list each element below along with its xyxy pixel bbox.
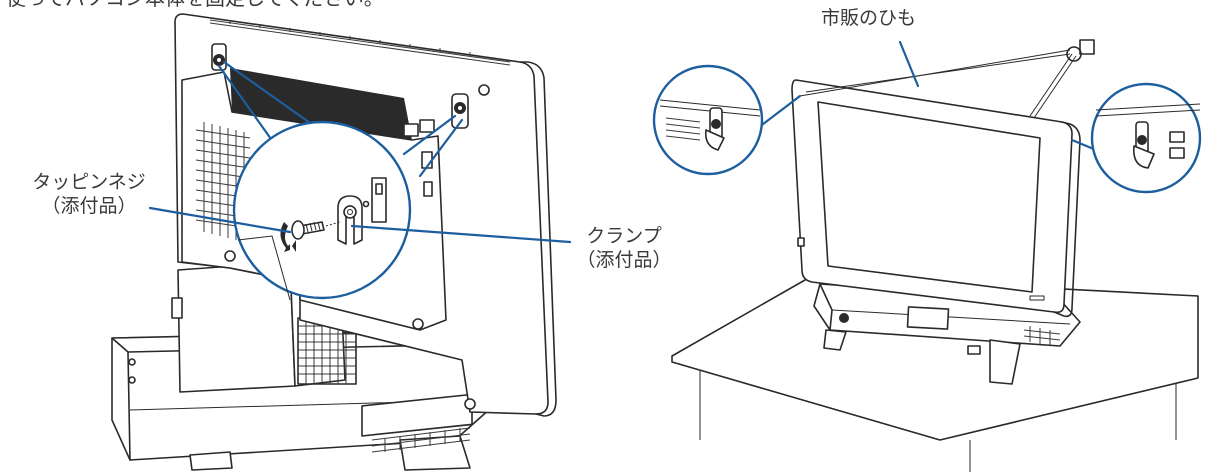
string-leader-line bbox=[898, 40, 920, 88]
rear-side-vent bbox=[195, 122, 251, 242]
clamp-leader-line bbox=[350, 224, 572, 244]
desk-magnify-left bbox=[652, 64, 802, 176]
pc-clamp-top-right bbox=[451, 93, 469, 129]
tapping-screw-label-line1: タッピンネジ bbox=[32, 171, 146, 193]
tapping-screw-label-line2: （添付品） bbox=[41, 195, 137, 217]
desk-magnify-right bbox=[1070, 82, 1202, 194]
tapping-screw-label: タッピンネジ （添付品） bbox=[24, 170, 154, 218]
clamp-label-line1: クランプ bbox=[586, 225, 662, 247]
clamp-label: クランプ （添付品） bbox=[574, 224, 674, 272]
clamp-label-line2: （添付品） bbox=[576, 249, 672, 271]
magnify-circle bbox=[232, 120, 412, 301]
tapping-screw-part bbox=[280, 220, 325, 252]
clamp-part bbox=[337, 195, 370, 245]
string-lines bbox=[799, 49, 1077, 119]
desk-view bbox=[671, 39, 1199, 472]
pc-clamp-top-left bbox=[211, 43, 227, 71]
screw-leader-line bbox=[148, 206, 292, 234]
wall-hook bbox=[1066, 39, 1095, 62]
base-vent bbox=[361, 393, 473, 453]
magnify-callout-lines bbox=[217, 60, 464, 178]
instruction-text: 使ってパソコン本体を固定してください。 bbox=[6, 0, 384, 10]
string-label: 市販のひも bbox=[821, 7, 917, 29]
desk-monitor-screen bbox=[817, 101, 1041, 293]
